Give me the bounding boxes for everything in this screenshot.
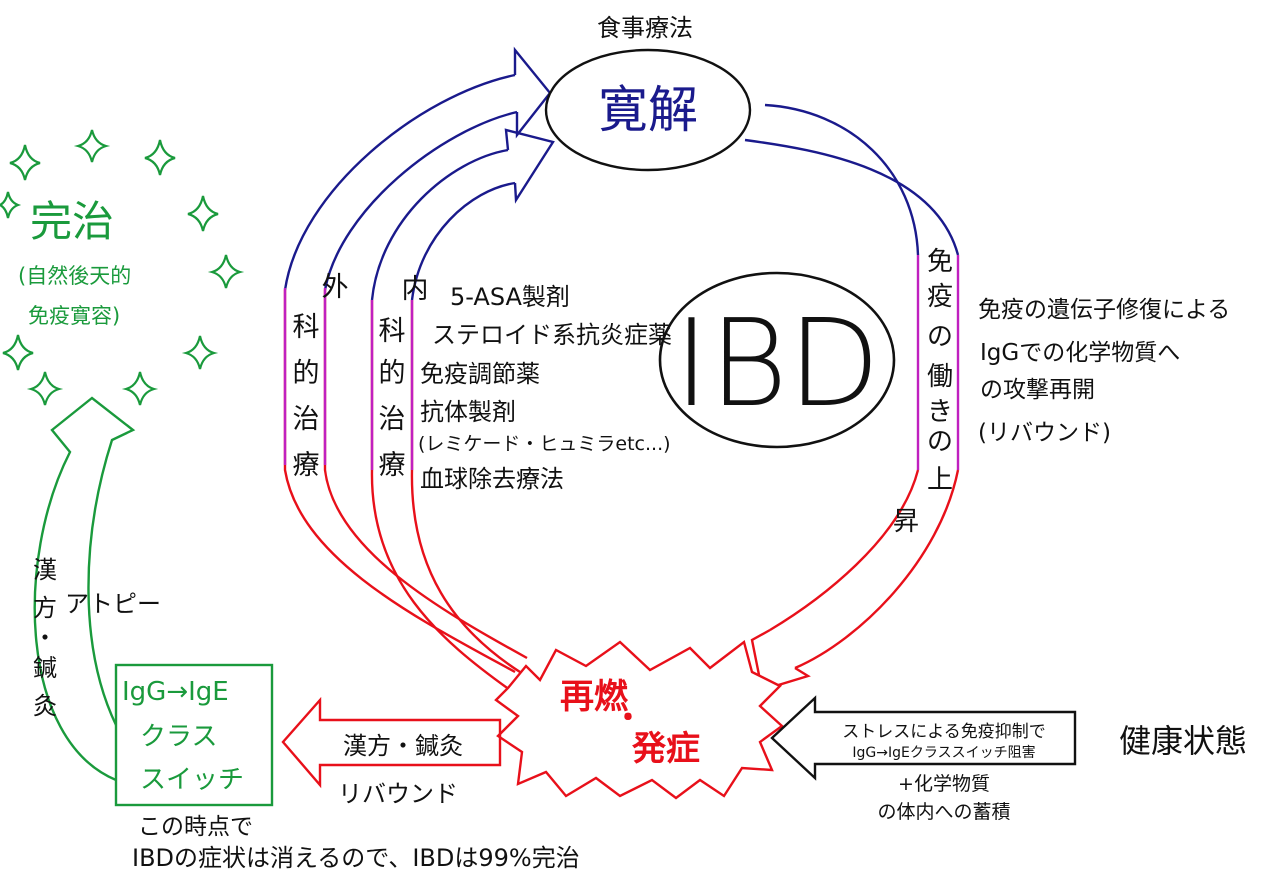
stress-arrow bbox=[770, 695, 1077, 781]
drug-item: (レミケード・ヒュミラetc...) bbox=[418, 433, 671, 455]
drug-item: ステロイド系抗炎症薬 bbox=[432, 321, 672, 349]
immune-rise-arrow bbox=[744, 103, 960, 692]
sparkle-icon bbox=[144, 139, 176, 176]
sparkle-icon bbox=[73, 129, 111, 163]
svg-text:鍼: 鍼 bbox=[33, 654, 57, 682]
svg-text:科: 科 bbox=[379, 316, 406, 347]
svg-text:の: の bbox=[927, 427, 953, 457]
drug-list: 5-ASA製剤 ステロイド系抗炎症薬 免疫調節薬 抗体製剤 (レミケード・ヒュミ… bbox=[418, 283, 672, 493]
rebound-sub-label: リバウンド bbox=[338, 780, 458, 808]
svg-text:外: 外 bbox=[322, 272, 349, 303]
svg-text:(リバウンド): (リバウンド) bbox=[978, 420, 1111, 446]
svg-text:的: 的 bbox=[293, 358, 320, 389]
svg-text:的: 的 bbox=[379, 358, 406, 389]
ibd-label: IBD bbox=[674, 295, 880, 434]
svg-text:上: 上 bbox=[927, 465, 953, 495]
green-arrow-label: 漢 方 ・ 鍼 灸 bbox=[33, 556, 57, 720]
kampo-arrow-label: 漢方・鍼灸 bbox=[343, 732, 463, 760]
drug-item: 免疫調節薬 bbox=[420, 360, 540, 388]
chemical-note-1: +化学物質 bbox=[898, 773, 990, 795]
surgical-arrow bbox=[283, 46, 552, 674]
svg-text:IgGでの化学物質へ: IgGでの化学物質へ bbox=[980, 340, 1180, 366]
relapse-label: 再燃 bbox=[560, 677, 629, 717]
svg-text:漢: 漢 bbox=[33, 556, 57, 584]
stress-line1: ストレスによる免疫抑制で bbox=[842, 722, 1046, 742]
green-cure-arrow bbox=[33, 396, 136, 782]
class-switch-line2: クラス bbox=[140, 722, 217, 752]
relapse-burst bbox=[494, 639, 784, 800]
cure-sub2: 免疫寛容) bbox=[28, 304, 120, 328]
sparkle-icon bbox=[207, 254, 245, 289]
sparkle-icon bbox=[0, 191, 22, 219]
stress-line2: IgG→IgEクラススイッチ阻害 bbox=[852, 745, 1035, 761]
svg-text:療: 療 bbox=[379, 450, 406, 481]
svg-text:の: の bbox=[927, 322, 953, 352]
bottom-note-2: IBDの症状は消えるので、IBDは99%完治 bbox=[132, 844, 580, 872]
class-switch-line1: IgG→IgE bbox=[122, 677, 229, 707]
onset-label: 発症 bbox=[632, 729, 700, 769]
cure-title: 完治 bbox=[30, 197, 114, 246]
svg-text:・: ・ bbox=[33, 624, 57, 652]
svg-text:免疫の遺伝子修復による: 免疫の遺伝子修復による bbox=[978, 297, 1230, 323]
class-switch-line3: スイッチ bbox=[140, 765, 244, 795]
medical-arrow bbox=[370, 128, 555, 691]
sparkle-icons bbox=[0, 129, 245, 406]
drug-item: 血球除去療法 bbox=[420, 465, 564, 493]
remission-label: 寛解 bbox=[598, 81, 698, 139]
sparkle-icon bbox=[187, 195, 219, 232]
cure-sub1: (自然後天的 bbox=[18, 264, 131, 288]
svg-text:働: 働 bbox=[927, 362, 953, 392]
svg-text:科: 科 bbox=[293, 312, 320, 343]
svg-text:療: 療 bbox=[293, 450, 320, 481]
svg-text:き: き bbox=[927, 397, 953, 427]
svg-text:の攻撃再開: の攻撃再開 bbox=[980, 377, 1095, 403]
ibd-ellipse bbox=[658, 271, 896, 449]
svg-text:昇: 昇 bbox=[893, 507, 919, 537]
svg-text:治: 治 bbox=[379, 404, 406, 435]
sparkle-icon bbox=[121, 371, 159, 406]
sparkle-icon bbox=[181, 335, 219, 370]
immune-rise-label: 免 疫 の 働 き の 上 昇 bbox=[893, 247, 953, 537]
svg-text:方: 方 bbox=[33, 594, 57, 622]
surgical-label: 外 科 的 治 療 bbox=[293, 272, 349, 481]
sparkle-icon bbox=[9, 144, 41, 181]
drug-item: 抗体製剤 bbox=[420, 398, 516, 426]
diet-therapy-label: 食事療法 bbox=[597, 14, 693, 42]
chemical-note-2: の体内への蓄積 bbox=[877, 801, 1010, 823]
sparkle-icon bbox=[26, 371, 64, 406]
bottom-note-1: この時点で bbox=[138, 814, 253, 840]
class-switch-box bbox=[114, 663, 274, 807]
healthy-state-label: 健康状態 bbox=[1119, 722, 1247, 760]
drug-item: 5-ASA製剤 bbox=[450, 283, 570, 311]
atopy-label: アトピー bbox=[65, 590, 161, 618]
svg-text:疫: 疫 bbox=[927, 282, 953, 312]
svg-text:免: 免 bbox=[927, 247, 953, 277]
svg-text:治: 治 bbox=[293, 404, 320, 435]
medical-label: 内 科 的 治 療 bbox=[379, 274, 429, 481]
sparkle-icon bbox=[2, 334, 34, 371]
remission-ellipse bbox=[544, 48, 752, 172]
relapse-dot: ・ bbox=[613, 701, 643, 736]
svg-text:灸: 灸 bbox=[33, 692, 57, 720]
rebound-note: 免疫の遺伝子修復による IgGでの化学物質へ の攻撃再開 (リバウンド) bbox=[978, 297, 1230, 446]
kampo-arrow bbox=[281, 696, 502, 789]
svg-text:内: 内 bbox=[402, 274, 429, 305]
